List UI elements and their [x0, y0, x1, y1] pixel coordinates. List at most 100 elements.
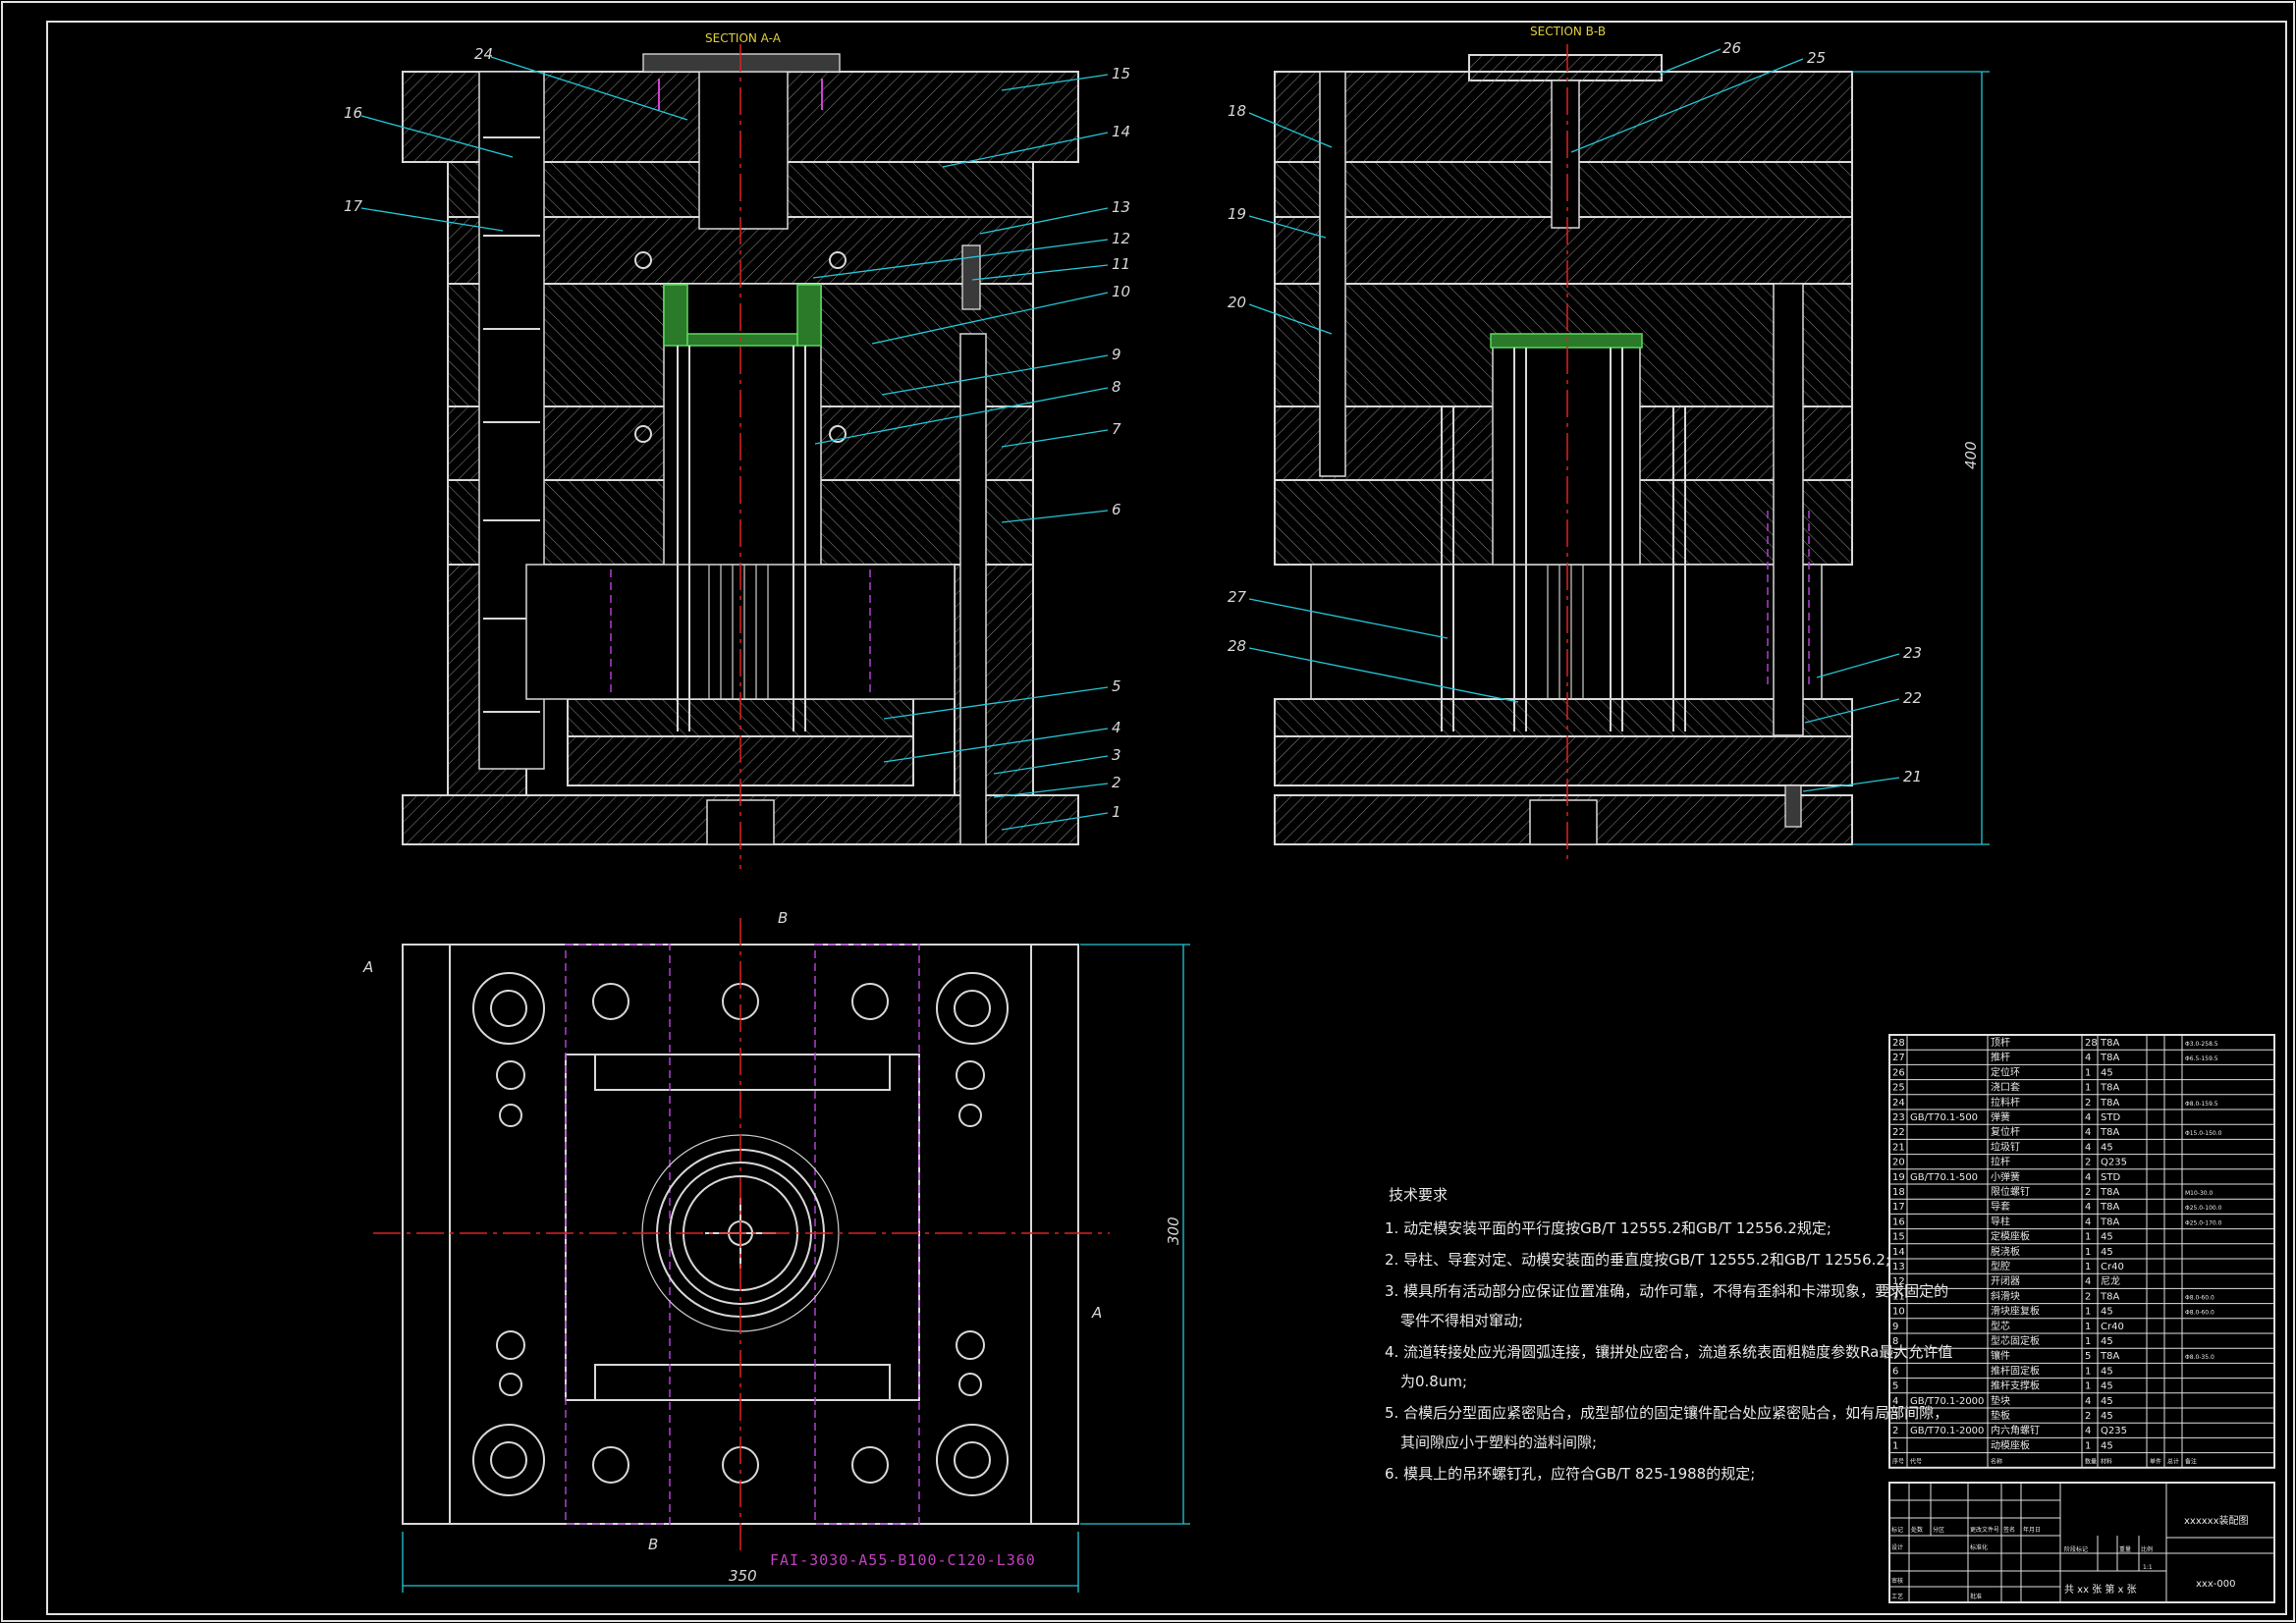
section-a-title: SECTION A-A [705, 31, 782, 45]
bom-cell-mat: 45 [2101, 1396, 2113, 1407]
bom-cell-mat: T8A [2100, 1202, 2119, 1213]
plan-view: B B A A 350 300 FAI-3030-A55-B100-C120-L… [362, 909, 1190, 1593]
bom-cell-mat: 45 [2101, 1232, 2113, 1243]
bom-cell-qty: 1 [2085, 1336, 2091, 1347]
bom-cell-name: 斜滑块 [1991, 1289, 2020, 1302]
svg-text:8: 8 [1112, 378, 1121, 396]
bom-cell-name: 顶杆 [1991, 1037, 2010, 1049]
bom-cell-qty: 28 [2085, 1038, 2098, 1049]
svg-text:300: 300 [1165, 1217, 1182, 1245]
svg-text:2. 导柱、导套对定、动模安装面的垂直度按GB/T 1255: 2. 导柱、导套对定、动模安装面的垂直度按GB/T 12555.2和GB/T 1… [1385, 1251, 1890, 1269]
bom-cell-no: 5 [1892, 1381, 1898, 1392]
svg-text:5. 合模后分型面应紧密贴合，成型部位的固定镶件配合处应紧密: 5. 合模后分型面应紧密贴合，成型部位的固定镶件配合处应紧密贴合，如有局部间隙， [1385, 1404, 1948, 1422]
bom-cell-name: 动模座板 [1991, 1438, 2030, 1451]
bom-cell-mat: Q235 [2101, 1158, 2127, 1168]
bom-cell-name: 垫板 [1991, 1409, 2010, 1422]
svg-text:重量: 重量 [2119, 1545, 2131, 1553]
bom-header-no: 序号 [1892, 1458, 1904, 1466]
bom-cell-mat: T8A [2100, 1083, 2119, 1094]
bom-cell-qty: 1 [2085, 1083, 2091, 1094]
bom-cell-no: 20 [1892, 1158, 1905, 1168]
bom-cell-qty: 1 [2085, 1247, 2091, 1258]
bom-cell-qty: 2 [2085, 1291, 2091, 1302]
technical-notes: 技术要求 1. 动定模安装平面的平行度按GB/T 12555.2和GB/T 12… [1385, 1186, 1952, 1483]
plate-5-b [1274, 698, 1853, 737]
svg-text:设计: 设计 [1891, 1543, 1903, 1551]
bom-cell-no: 6 [1892, 1366, 1898, 1377]
bom-cell-remark: Φ15.0-150.0 [2185, 1130, 2222, 1137]
bom-cell-mat: T8A [2100, 1038, 2119, 1049]
svg-text:零件不得相对窜动;: 零件不得相对窜动; [1400, 1312, 1523, 1329]
bom-cell-qty: 2 [2085, 1187, 2091, 1198]
bom-cell-qty: 4 [2085, 1202, 2091, 1213]
svg-text:24: 24 [474, 45, 493, 63]
bom-cell-mat: T8A [2100, 1187, 2119, 1198]
bom-cell-mat: Cr40 [2101, 1322, 2124, 1332]
bom-cell-mat: 尼龙 [2101, 1274, 2120, 1287]
bom-cell-qty: 2 [2085, 1098, 2091, 1109]
bom-cell-mat: STD [2101, 1112, 2120, 1123]
bom-cell-name: 拉料杆 [1991, 1096, 2020, 1109]
svg-text:4. 流道转接处应光滑圆弧连接，镶拼处应密合，流道系统表面粗: 4. 流道转接处应光滑圆弧连接，镶拼处应密合，流道系统表面粗糙度参数Ra最大允许… [1385, 1343, 1952, 1361]
svg-text:16: 16 [344, 104, 362, 122]
bom-cell-name: 脱浇板 [1991, 1245, 2020, 1258]
part-green-a3 [686, 333, 798, 347]
bom-cell-qty: 5 [2085, 1351, 2091, 1362]
side-bolt-a [961, 244, 981, 310]
bom-cell-mat: T8A [2100, 1053, 2119, 1063]
bom-cell-mat: 45 [2101, 1440, 2113, 1451]
view-marker-bottom: B [648, 1536, 658, 1553]
callouts-section-b: 26 25 18 19 20 27 28 23 22 21 [1228, 39, 1922, 792]
section-b-title: SECTION B-B [1530, 25, 1606, 38]
svg-text:审核: 审核 [1891, 1577, 1903, 1585]
bom-cell-remark: Φ6.5-159.5 [2185, 1055, 2218, 1062]
bom-cell-std: GB/T70.1-500 [1910, 1172, 1978, 1183]
svg-text:标记: 标记 [1891, 1526, 1903, 1534]
svg-text:为0.8um;: 为0.8um; [1400, 1373, 1467, 1390]
bom-cell-qty: 1 [2085, 1322, 2091, 1332]
bom-cell-mat: 45 [2101, 1366, 2113, 1377]
plan-pocket [565, 1054, 920, 1401]
bom-cell-qty: 1 [2085, 1381, 2091, 1392]
bom-cell-qty: 1 [2085, 1366, 2091, 1377]
sheet-inner-border [46, 21, 2287, 1615]
ejector-pins-b [1441, 348, 1686, 731]
bom-cell-qty: 2 [2085, 1411, 2091, 1422]
bom-cell-no: 25 [1892, 1083, 1905, 1094]
bom-cell-name: 拉杆 [1991, 1156, 2010, 1168]
bom-cell-mat: STD [2101, 1172, 2120, 1183]
bom-cell-name: 小弹簧 [1991, 1170, 2020, 1183]
section-b-view: SECTION B-B [1228, 25, 1990, 864]
section-a-view: SECTION A-A [344, 31, 1130, 869]
svg-text:28: 28 [1228, 637, 1246, 655]
part-green-a2 [796, 284, 822, 347]
bom-cell-name: 垃圾钉 [1991, 1140, 2020, 1153]
bom-cell-no: 16 [1892, 1217, 1905, 1227]
svg-text:分区: 分区 [1933, 1526, 1944, 1534]
svg-text:2: 2 [1112, 774, 1121, 791]
svg-text:1:1: 1:1 [2143, 1564, 2153, 1571]
guide-pillar-rings [483, 136, 540, 713]
bom-cell-no: 17 [1892, 1202, 1905, 1213]
bom-cell-qty: 4 [2085, 1276, 2091, 1287]
bom-cell-qty: 4 [2085, 1217, 2091, 1227]
bom-cell-mat: Cr40 [2101, 1262, 2124, 1272]
svg-text:19: 19 [1228, 205, 1246, 223]
bom-cell-no: 15 [1892, 1232, 1905, 1243]
bom-cell-no: 8 [1892, 1336, 1898, 1347]
ejector-space-b [1310, 564, 1823, 700]
bom-cell-no: 21 [1892, 1142, 1905, 1153]
bom-cell-name: 镶件 [1991, 1349, 2010, 1362]
dimension-plan-height: 300 [1080, 944, 1190, 1525]
bom-cell-name: 推杆固定板 [1991, 1364, 2040, 1377]
svg-text:标准化: 标准化 [1970, 1543, 1988, 1551]
svg-text:共 xx 张 第 x 张: 共 xx 张 第 x 张 [2064, 1583, 2137, 1596]
bom-cell-mat: Q235 [2101, 1426, 2127, 1436]
bom-cell-remark: Φ3.0-258.5 [2185, 1041, 2218, 1048]
svg-text:21: 21 [1903, 768, 1922, 785]
view-marker-top: B [778, 909, 788, 927]
bom-cell-name: 导套 [1991, 1200, 2010, 1213]
svg-text:350: 350 [729, 1567, 757, 1585]
limit-bolt-b [1319, 71, 1346, 477]
